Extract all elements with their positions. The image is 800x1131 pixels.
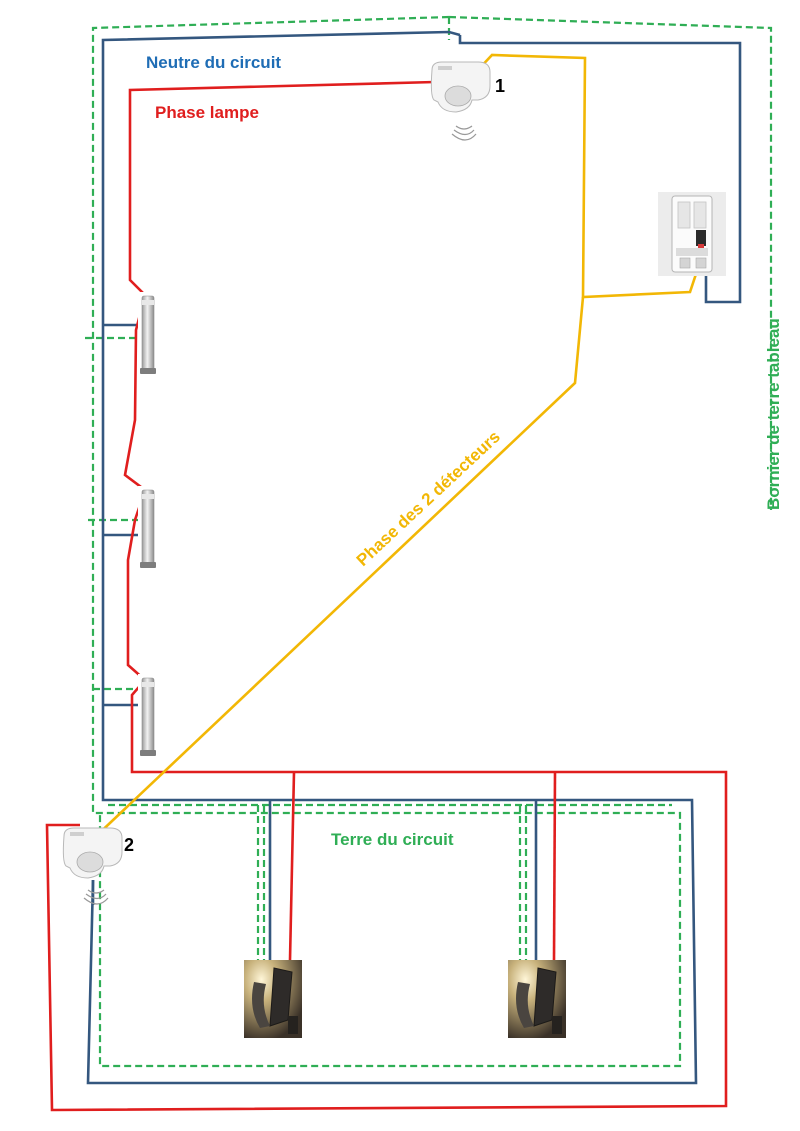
bollard-1 <box>138 292 158 374</box>
terre-outer-loop <box>91 15 682 1068</box>
phase-detecteurs-wires <box>91 53 700 841</box>
motion-detector-2 <box>62 827 123 905</box>
label-neutre: Neutre du circuit <box>146 53 281 72</box>
motion-detector-1 <box>430 61 491 141</box>
wall-lamp-2 <box>508 960 566 1038</box>
terre-top-to-bornier <box>448 15 773 510</box>
label-phase-lampe: Phase lampe <box>155 103 259 122</box>
label-bornier: Bornier de terre tableau <box>764 318 783 510</box>
phase-det-top <box>475 53 700 299</box>
phase-lamp-1 <box>288 771 296 961</box>
neutre-wires <box>86 30 742 1085</box>
phase-det-diagonal <box>91 296 585 841</box>
phase-lamp-2 <box>552 771 557 961</box>
neutre-to-detector-1 <box>86 30 698 1085</box>
wall-lamp-1 <box>244 960 302 1038</box>
label-phase-detecteurs: Phase des 2 détecteurs <box>353 427 504 570</box>
label-detector-1: 1 <box>495 76 505 96</box>
phase-top <box>45 80 728 1112</box>
bollard-2 <box>138 486 158 568</box>
terre-wires <box>85 15 773 1068</box>
bollard-3 <box>138 674 158 756</box>
neutre-main-loop <box>458 35 742 304</box>
phase-wires <box>45 80 728 1112</box>
circuit-breaker <box>658 192 726 276</box>
label-terre-circuit: Terre du circuit <box>331 830 454 849</box>
label-detector-2: 2 <box>124 835 134 855</box>
